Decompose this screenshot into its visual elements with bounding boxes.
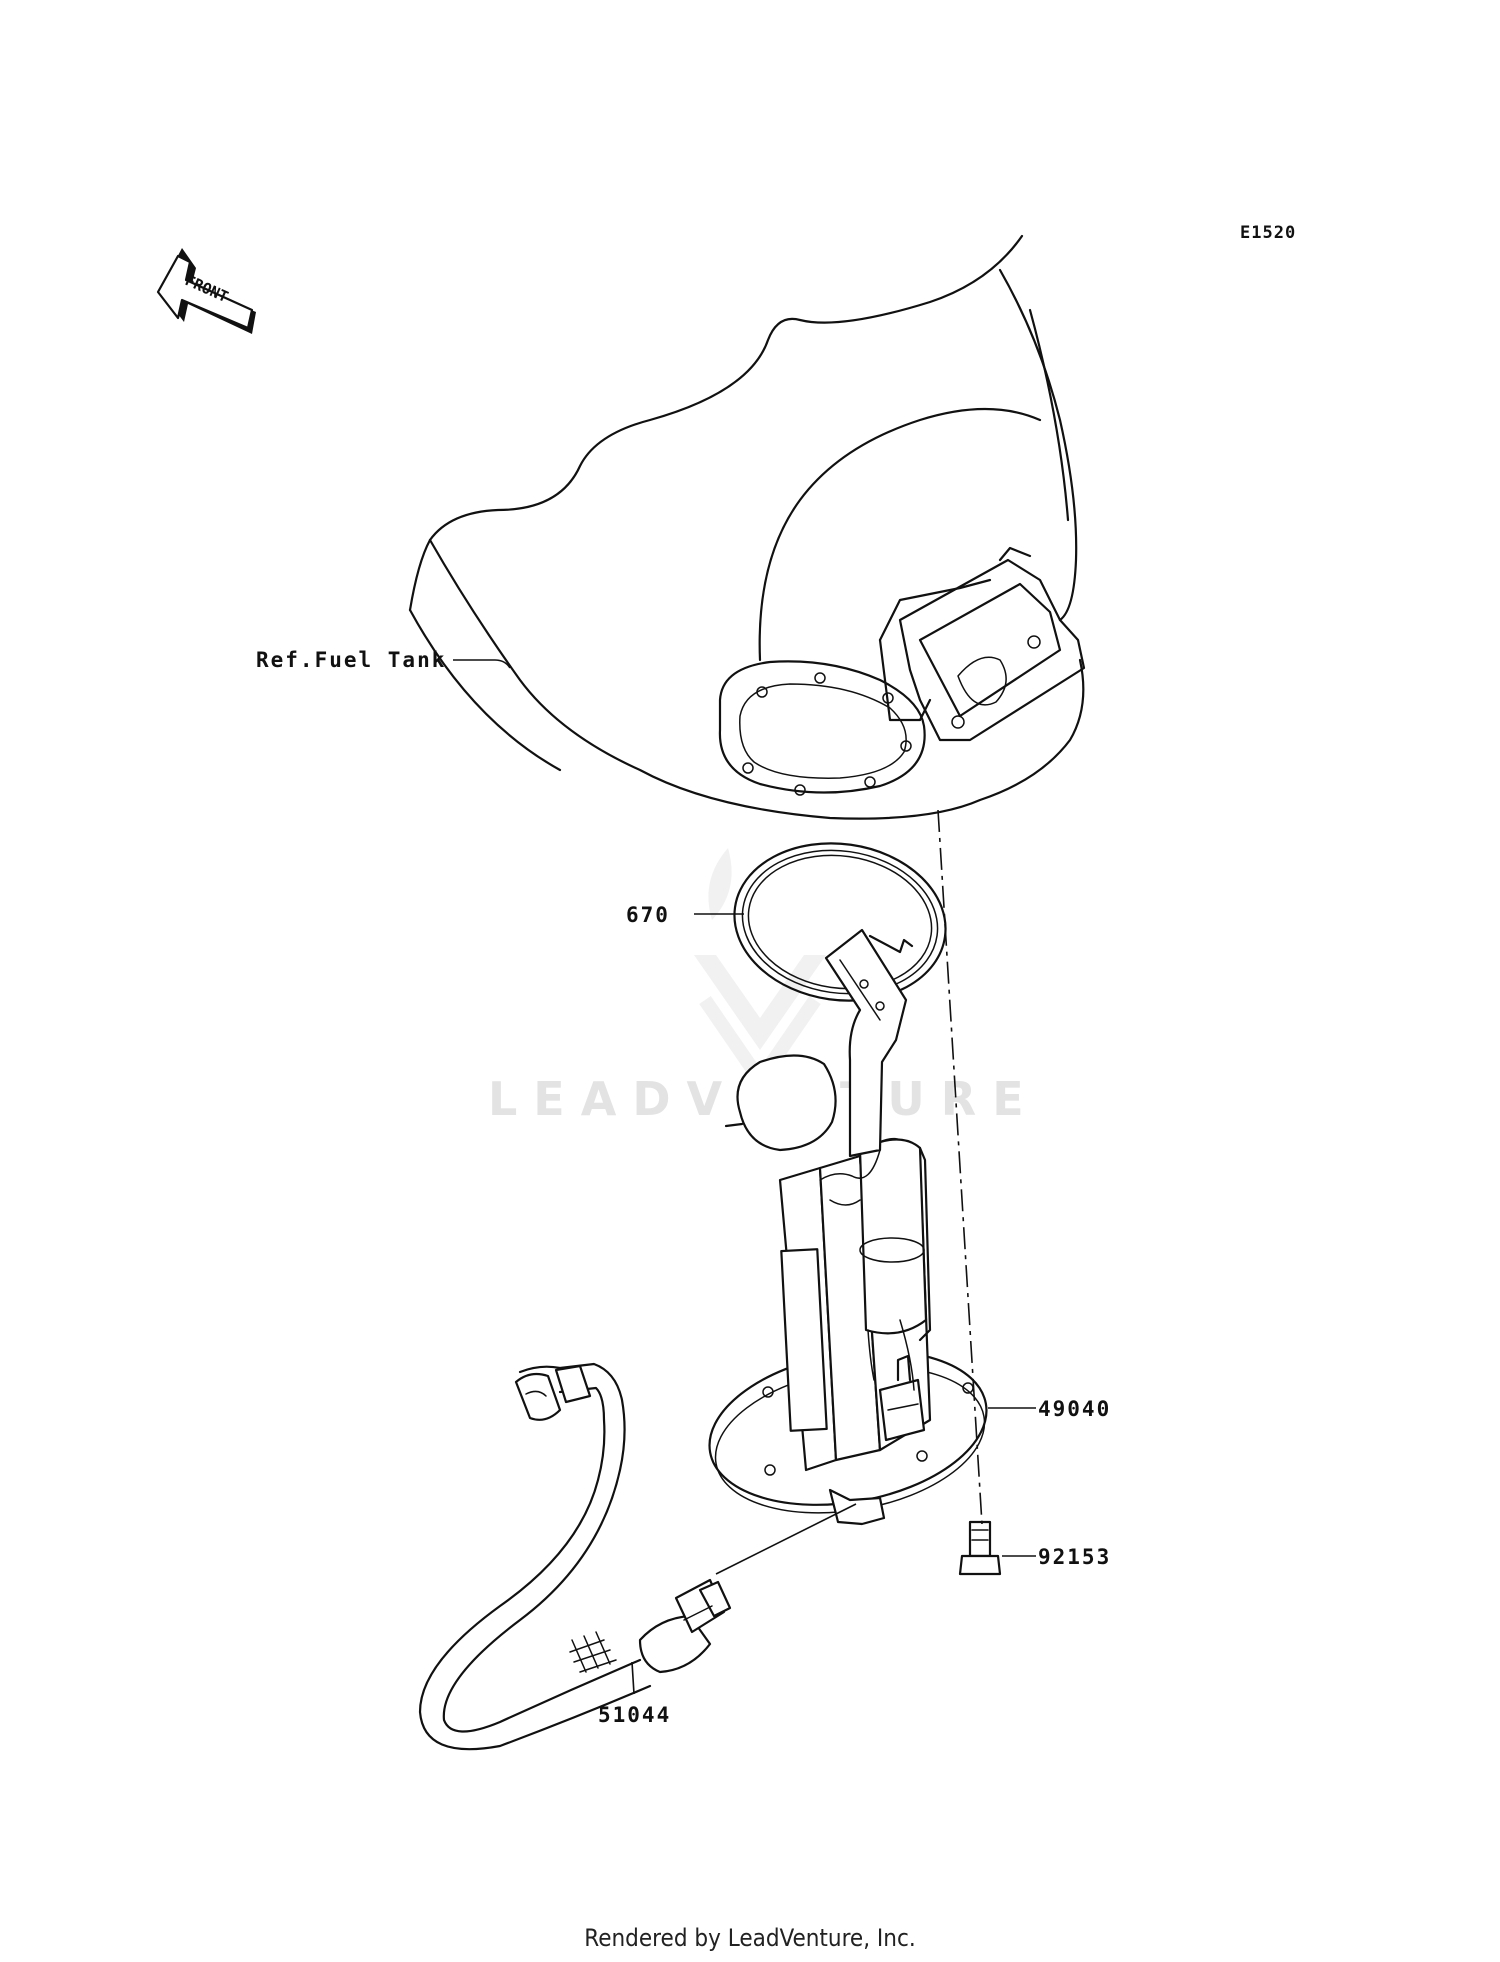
bolt-drawing bbox=[958, 1520, 1002, 1576]
watermark-logo bbox=[694, 848, 826, 1093]
gasket-ring-drawing bbox=[733, 842, 947, 1002]
footer-credit: Rendered by LeadVenture, Inc. bbox=[584, 1924, 915, 1952]
leader-lines bbox=[453, 659, 1036, 1695]
fuel-tank-drawing bbox=[408, 234, 1086, 820]
callout-92153: 92153 bbox=[1038, 1545, 1111, 1569]
callout-51044: 51044 bbox=[598, 1703, 671, 1727]
diagram-code: E1520 bbox=[1240, 223, 1296, 243]
callout-fuel-tank: Ref.Fuel Tank bbox=[256, 648, 446, 672]
fuel-pump-drawing bbox=[708, 928, 988, 1526]
callout-49040: 49040 bbox=[1038, 1397, 1111, 1421]
front-arrow-icon: FRONT bbox=[156, 248, 256, 334]
callout-670: 670 bbox=[626, 903, 670, 927]
fuel-hose-drawing bbox=[418, 1362, 732, 1751]
